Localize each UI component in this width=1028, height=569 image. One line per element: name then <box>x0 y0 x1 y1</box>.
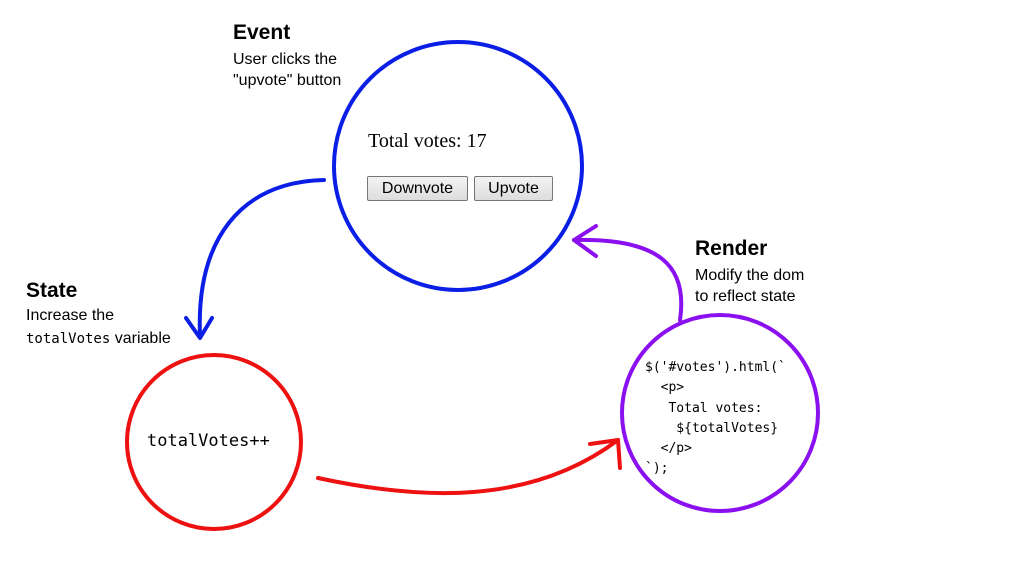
state-title: State <box>26 279 78 302</box>
event-description-line1: User clicks the <box>233 51 338 68</box>
state-description-suffix: variable <box>110 330 171 347</box>
render-description-line1: Modify the dom <box>695 267 805 284</box>
event-title: Event <box>233 21 291 44</box>
total-votes-text: Total votes: 17 <box>368 130 487 152</box>
event-to-state-arrow <box>197 178 326 338</box>
state-to-render-arrow <box>316 438 620 496</box>
render-title: Render <box>695 237 768 260</box>
state-description-line2: totalVotes variable <box>26 328 171 350</box>
render-code: $('#votes').html(` <p> Total votes: ${to… <box>645 360 786 477</box>
state-code: totalVotes++ <box>147 431 270 451</box>
state-circle <box>125 353 303 531</box>
upvote-button[interactable]: Upvote <box>474 176 553 201</box>
event-to-state-arrowhead <box>184 316 214 340</box>
render-to-event-arrowhead <box>572 224 598 258</box>
render-circle <box>620 313 820 513</box>
render-description-line2: to reflect state <box>695 288 796 305</box>
state-to-render-arrowhead <box>588 438 622 470</box>
render-to-event-arrow <box>572 237 684 322</box>
event-description-line2: "upvote" button <box>233 72 342 89</box>
event-circle <box>332 40 584 292</box>
total-votes-variable-code: totalVotes <box>26 331 111 347</box>
state-description-line1: Increase the <box>26 307 115 324</box>
downvote-button[interactable]: Downvote <box>367 176 468 201</box>
